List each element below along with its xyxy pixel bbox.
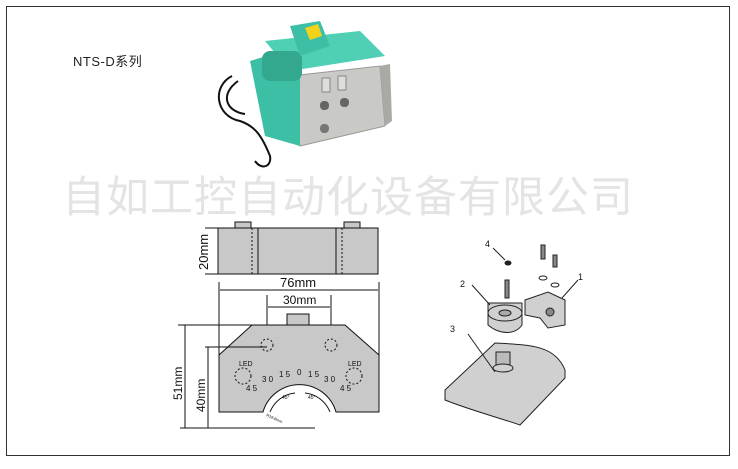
radius-label: R19.8mm [266, 412, 284, 424]
hole-spacing-30-label: 30mm [283, 293, 316, 307]
side-view-drawing [205, 221, 379, 275]
scale-tick-label: 3 0 [324, 375, 336, 384]
scale-tick-label: 4 5 [246, 384, 258, 393]
part-1-label: 1 [578, 272, 583, 282]
part-3-label: 3 [450, 324, 455, 334]
scale-tick-label: 3 0 [262, 375, 274, 384]
led-left-label: LED [239, 361, 253, 368]
height-20-label: 20mm [196, 234, 211, 270]
watermark: 自如工控自动化设备有限公司 [62, 173, 634, 223]
product-series-title: NTS-D系列 [73, 54, 143, 69]
exploded-view-drawing [444, 244, 579, 426]
product-photo [217, 21, 392, 168]
angle-scale: 4 5 3 0 1 5 0 1 5 3 0 4 5 [246, 368, 352, 393]
led-right-label: LED [348, 361, 362, 368]
height-51-label: 51mm [171, 367, 185, 400]
scale-tick-label: 4 5 [340, 384, 352, 393]
page-frame [6, 6, 730, 456]
width-76-label: 76mm [280, 275, 316, 290]
angle-right-label: 45° [308, 395, 316, 401]
part-2-label: 2 [460, 279, 465, 289]
scale-tick-label: 0 [297, 368, 302, 377]
scale-tick-label: 1 5 [308, 370, 320, 379]
height-40-label: 40mm [194, 379, 208, 412]
scale-tick-label: 1 5 [279, 370, 291, 379]
angle-left-label: 45° [282, 395, 290, 401]
front-view-drawing [178, 282, 380, 429]
part-4-label: 4 [485, 239, 490, 249]
